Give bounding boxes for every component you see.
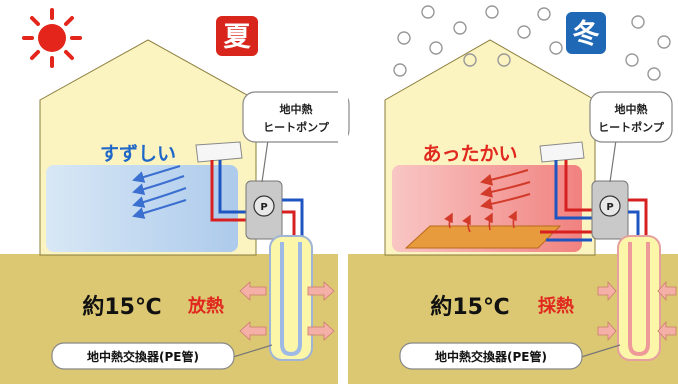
summer-cool-air-arrows <box>132 165 187 219</box>
winter-pump-label-2: ヒートポンプ <box>598 120 665 134</box>
winter-temperature: 約15℃ <box>430 294 509 320</box>
summer-pump-symbol: P <box>260 202 267 213</box>
winter-warm-air-arrows <box>480 169 531 210</box>
winter-hot-pipe <box>564 160 592 212</box>
summer-exchanger-label: 地中熱交換器(PE管) <box>87 349 199 364</box>
summer-hot-pipe <box>210 160 248 222</box>
winter-floor-heater <box>404 225 562 249</box>
winter-pump-callout <box>589 91 673 143</box>
summer-exchanger-pointer <box>229 344 273 359</box>
summer-loop-connector-red <box>282 210 296 236</box>
winter-exchanger-pointer <box>577 344 621 359</box>
winter-heat-collect-arrows <box>597 280 677 342</box>
summer-season-badge <box>216 16 258 56</box>
panel-divider <box>338 0 348 384</box>
winter-panel: 冬 あったかい 地中熱 ヒートポンプ P 約15℃ 採熱 地中熱交換器(PE管) <box>348 5 678 384</box>
summer-exchanger-box <box>51 342 235 370</box>
summer-room-label: すずしい <box>100 143 176 165</box>
winter-cold-pipe <box>554 160 592 220</box>
summer-temperature: 約15℃ <box>82 294 161 320</box>
summer-heat-mode: 放熱 <box>187 295 224 317</box>
snow-icon <box>393 5 671 81</box>
winter-indoor-unit <box>539 141 585 163</box>
winter-exchanger-box <box>399 342 583 370</box>
summer-pump-label-1: 地中熱 <box>280 102 313 116</box>
winter-room-label: あったかい <box>422 143 517 165</box>
summer-heat-release-arrows <box>239 281 335 341</box>
summer-loop-connector <box>282 198 304 236</box>
winter-loop-connector-blue <box>628 210 640 236</box>
summer-panel: 夏 すずしい 地中熱 ヒートポンプ P 約15℃ 放熱 地中熱交換器(PE管) <box>0 8 350 384</box>
sun-icon <box>22 8 82 68</box>
winter-exchanger-label: 地中熱交換器(PE管) <box>435 349 547 364</box>
winter-rising-heat-arrows <box>444 210 517 233</box>
summer-season-text: 夏 <box>224 22 252 53</box>
summer-borehole <box>269 235 313 361</box>
summer-callout-pointer <box>261 139 269 183</box>
summer-indoor-unit <box>195 141 243 163</box>
winter-season-text: 冬 <box>573 18 600 50</box>
winter-pump-label-1: 地中熱 <box>615 102 648 116</box>
winter-heat-mode: 採熱 <box>538 295 574 317</box>
winter-callout-pointer <box>609 139 617 183</box>
winter-pump-symbol: P <box>606 202 613 213</box>
summer-pump-circle <box>253 195 275 217</box>
winter-loop-connector-red <box>628 198 648 236</box>
summer-pump-label-2: ヒートポンプ <box>263 120 330 134</box>
winter-borehole <box>617 235 661 361</box>
summer-pump-callout <box>242 91 350 143</box>
winter-u-tube <box>628 242 650 357</box>
summer-u-tube <box>280 242 302 357</box>
winter-pump-circle <box>599 195 621 217</box>
summer-cold-pipe <box>218 160 248 214</box>
winter-season-badge <box>566 12 606 54</box>
